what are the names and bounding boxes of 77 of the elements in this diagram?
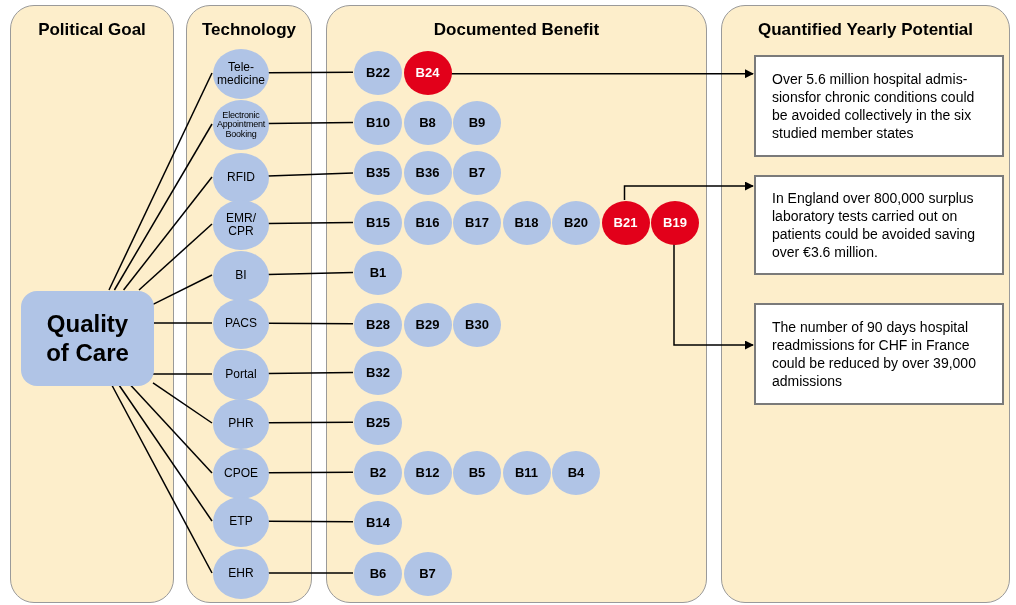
connector-line <box>108 72 213 291</box>
connector-line <box>152 322 213 324</box>
technology-circle: CPOE <box>213 449 269 499</box>
benefit-circle: B7 <box>403 552 452 596</box>
connector-line <box>113 123 213 291</box>
column-panel <box>10 5 174 603</box>
connector-line <box>152 274 213 306</box>
technology-circle: ETP <box>213 497 269 547</box>
result-box: In England over 800,000 surplus laboratory tests carried out on patients could be avoided saving over €3.6 million. <box>754 175 1004 275</box>
column-heading: Documented Benefit <box>432 19 601 41</box>
connector-line <box>267 271 354 276</box>
connector-line <box>267 121 354 125</box>
benefit-circle: B5 <box>453 451 501 495</box>
benefit-circle: B29 <box>403 303 452 347</box>
technology-circle: Electronic Appointment Booking <box>213 100 269 150</box>
benefit-circle: B8 <box>403 101 452 145</box>
connector-line <box>267 221 354 225</box>
connector-line <box>111 384 213 574</box>
column-panel <box>721 5 1010 603</box>
column-heading: Political Goal <box>37 19 147 41</box>
technology-circle: EHR <box>213 549 269 599</box>
column-panel <box>186 5 312 603</box>
technology-circle: EMR/ CPR <box>213 200 269 250</box>
benefit-circle: B24 <box>403 51 452 95</box>
result-box: The number of 90 days hospital readmissions for CHF in France could be reduced by over 39,000 admissions <box>754 303 1004 405</box>
technology-circle: PACS <box>213 299 269 349</box>
benefit-circle: B36 <box>403 151 452 195</box>
result-box: Over 5.6 million hospital admis- sionsfor chronic conditions could be avoided collectively in the six studied member states <box>754 55 1004 157</box>
connector-line <box>152 373 213 375</box>
benefit-circle: B28 <box>354 303 402 347</box>
technology-circle: RFID <box>213 153 269 203</box>
connector-line <box>267 421 354 424</box>
benefit-circle: B7 <box>453 151 501 195</box>
benefit-circle: B14 <box>354 501 402 545</box>
connector-line <box>122 176 213 291</box>
benefit-circle: B35 <box>354 151 402 195</box>
connector-line <box>267 572 354 574</box>
benefit-circle: B15 <box>354 201 402 245</box>
connector-line <box>267 371 354 375</box>
column-panel <box>326 5 707 603</box>
technology-circle: PHR <box>213 399 269 449</box>
technology-circle: BI <box>213 251 269 301</box>
benefit-circle: B2 <box>354 451 402 495</box>
benefit-circle: B21 <box>601 201 650 245</box>
benefit-circle: B10 <box>354 101 402 145</box>
connector-line <box>267 71 354 74</box>
technology-circle: Portal <box>213 350 269 400</box>
technology-circle: Tele- medicine <box>213 49 269 99</box>
benefit-circle: B17 <box>453 201 501 245</box>
benefit-circle: B9 <box>453 101 501 145</box>
connector-line <box>267 520 354 523</box>
benefit-circle: B1 <box>354 251 402 295</box>
benefit-circle: B20 <box>552 201 600 245</box>
arrow <box>449 69 754 79</box>
benefit-circle: B30 <box>453 303 501 347</box>
connector-line <box>138 223 213 291</box>
goal-box: Quality of Care <box>21 291 154 386</box>
benefit-circle: B19 <box>651 201 699 245</box>
benefit-circle: B22 <box>354 51 402 95</box>
benefit-circle: B32 <box>354 351 402 395</box>
connector-line <box>152 382 213 424</box>
benefit-circle: B4 <box>552 451 600 495</box>
benefit-circle: B11 <box>502 451 551 495</box>
column-heading: Quantified Yearly Potential <box>756 19 975 41</box>
connector-line <box>129 384 213 474</box>
benefit-circle: B16 <box>403 201 452 245</box>
connector-line <box>118 384 213 522</box>
connector-line <box>267 172 354 177</box>
column-heading: Technology <box>200 19 298 41</box>
connector-line <box>267 471 354 474</box>
benefit-circle: B18 <box>502 201 551 245</box>
benefit-circle: B6 <box>354 552 402 596</box>
arrow <box>623 181 754 201</box>
connector-line <box>267 322 354 325</box>
benefit-circle: B12 <box>403 451 452 495</box>
benefit-circle: B25 <box>354 401 402 445</box>
arrow <box>673 243 754 350</box>
